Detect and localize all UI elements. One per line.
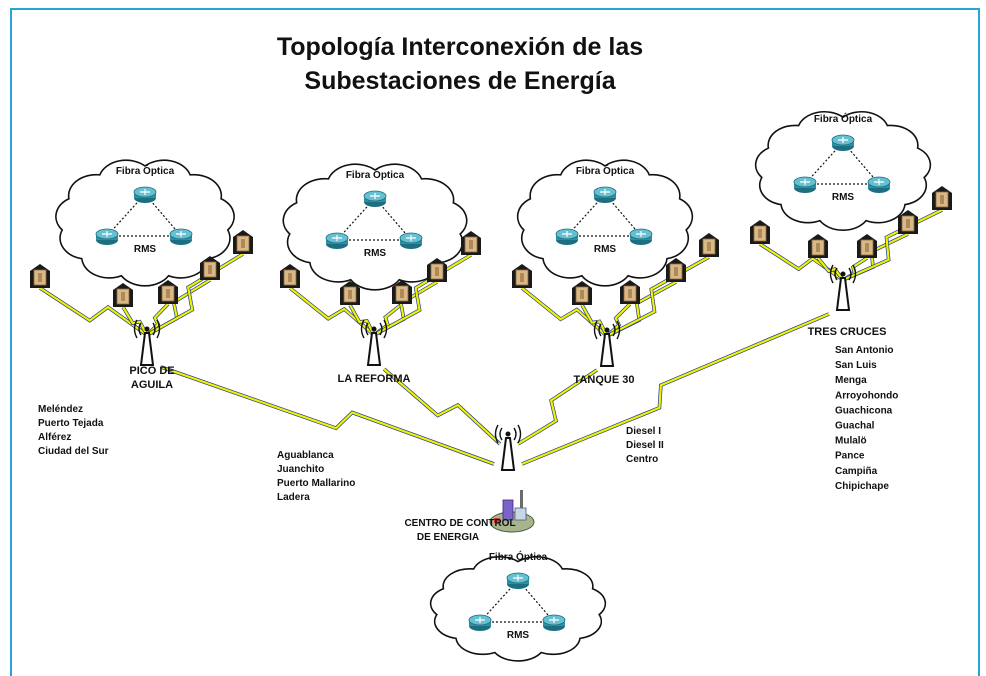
site-list-item: Juanchito: [277, 464, 324, 475]
control-center-name: CENTRO DE CONTROL: [404, 518, 515, 529]
radio-units-layer: [30, 186, 952, 307]
cloud-icon: [754, 110, 932, 231]
radio-unit-icon: [699, 233, 719, 257]
antenna-tower-icon: [593, 320, 621, 367]
station-name-pico: PICO DE: [129, 365, 174, 377]
station-name-tanque: TANQUE 30: [574, 374, 635, 386]
site-list-item: Ciudad del Sur: [38, 446, 109, 457]
site-list-item: Puerto Mallarino: [277, 478, 355, 489]
towers-layer: [133, 264, 857, 533]
site-list-item: Guachicona: [835, 405, 893, 416]
control-center-icon: [489, 490, 535, 533]
cloud-icon: [282, 163, 468, 291]
fiber-label: Fibra Óptica: [116, 164, 175, 177]
router-icon: [169, 228, 193, 245]
radio-unit-icon: [620, 280, 640, 304]
radio-unit-icon: [932, 186, 952, 210]
site-list-item: Ladera: [277, 492, 310, 503]
site-list-item: Campiña: [835, 466, 878, 477]
router-icon: [95, 228, 119, 245]
rms-label: RMS: [594, 244, 617, 255]
fiber-label: Fibra Óptica: [576, 164, 635, 177]
antenna-tower-icon: [360, 319, 388, 366]
cloud-icon: [55, 159, 235, 287]
rms-label: RMS: [364, 248, 387, 259]
cloud-icon: [516, 159, 694, 287]
station-name-pico: AGUILA: [131, 379, 173, 391]
router-icon: [629, 228, 653, 245]
site-list-item: San Luis: [835, 360, 877, 371]
labels-layer: PICO DE AGUILA LA REFORMA TANQUE 30 TRES CRU…: [38, 326, 898, 543]
site-list-item: Puerto Tejada: [38, 418, 104, 429]
radio-unit-icon: [280, 264, 300, 288]
router-icon: [506, 572, 530, 589]
site-list-item: Diesel I: [626, 426, 661, 437]
rms-label: RMS: [832, 192, 855, 203]
site-list-item: Menga: [835, 375, 867, 386]
antenna-tower-icon: [133, 319, 161, 366]
radio-unit-icon: [30, 264, 50, 288]
station-name-tres: TRES CRUCES: [808, 326, 887, 338]
fiber-label: Fibra Óptica: [489, 550, 548, 563]
site-list-item: Diesel II: [626, 440, 664, 451]
cloud-icon: [429, 556, 607, 662]
antenna-tower-icon: [494, 424, 522, 471]
router-icon: [363, 190, 387, 207]
router-icon: [542, 614, 566, 631]
antenna-tower-icon: [829, 264, 857, 311]
site-list-item: Centro: [626, 454, 658, 465]
radio-unit-icon: [340, 281, 360, 305]
radio-unit-icon: [857, 234, 877, 258]
router-icon: [793, 176, 817, 193]
site-list-item: San Antonio: [835, 345, 894, 356]
station-name-reforma: LA REFORMA: [338, 373, 411, 385]
radio-unit-icon: [808, 234, 828, 258]
site-list-item: Alférez: [38, 432, 71, 443]
diagram-frame: [10, 8, 980, 676]
fiber-label: Fibra Óptica: [346, 168, 405, 181]
radio-unit-icon: [512, 264, 532, 288]
diagram-title: Topología Interconexión de las Subestaci…: [240, 30, 680, 98]
radio-unit-icon: [898, 210, 918, 234]
site-list-item: Guachal: [835, 421, 875, 432]
title-line-2: Subestaciones de Energía: [304, 67, 616, 95]
title-line-1: Topología Interconexión de las: [276, 33, 644, 61]
site-list-item: Meléndez: [38, 404, 83, 415]
radio-unit-icon: [666, 258, 686, 282]
radio-unit-icon: [461, 231, 481, 255]
radio-unit-icon: [113, 283, 133, 307]
site-list-item: Arroyohondo: [835, 390, 898, 401]
site-list-item: Chipichape: [835, 481, 889, 492]
fiber-label: Fibra Óptica: [814, 112, 873, 125]
radio-unit-icon: [572, 281, 592, 305]
radio-unit-icon: [392, 280, 412, 304]
rms-label: RMS: [134, 244, 157, 255]
router-icon: [831, 134, 855, 151]
radio-unit-icon: [427, 258, 447, 282]
radio-unit-icon: [158, 280, 178, 304]
rms-label: RMS: [507, 630, 530, 641]
router-icon: [325, 232, 349, 249]
site-list-item: Pance: [835, 451, 865, 462]
radio-unit-icon: [233, 230, 253, 254]
router-icon: [555, 228, 579, 245]
radio-unit-icon: [750, 220, 770, 244]
site-list-item: Aguablanca: [277, 450, 334, 461]
control-center-name: DE ENERGIA: [417, 532, 479, 543]
router-icon: [593, 186, 617, 203]
router-icon: [133, 186, 157, 203]
router-icon: [399, 232, 423, 249]
site-list-item: Mulalö: [835, 436, 867, 447]
radio-unit-icon: [200, 256, 220, 280]
router-icon: [867, 176, 891, 193]
router-icon: [468, 614, 492, 631]
